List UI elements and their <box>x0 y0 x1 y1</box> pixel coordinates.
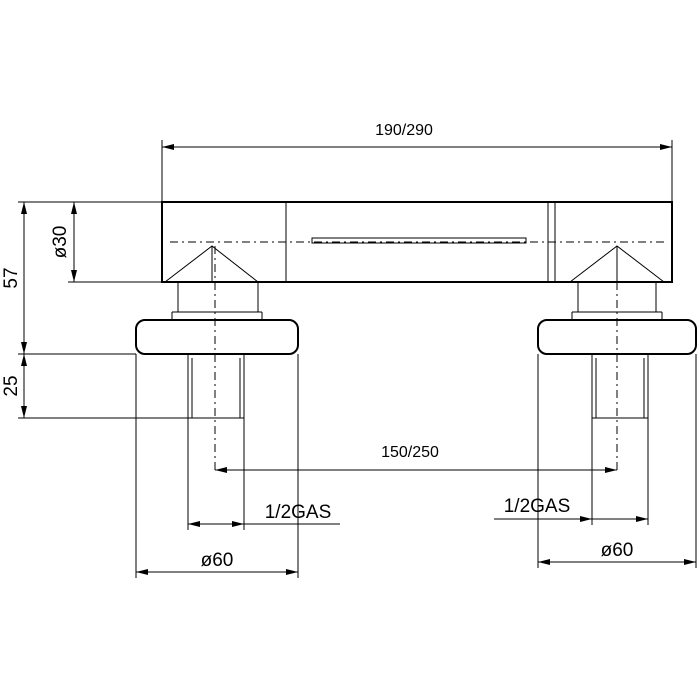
dim-thread-right <box>494 418 649 525</box>
dim-body-height <box>18 201 188 419</box>
dim-overall-length <box>161 140 673 202</box>
dim-thread-left <box>187 418 340 530</box>
flange-right-label: ø60 <box>601 540 634 561</box>
right-leg <box>537 245 697 470</box>
body-height-label: 57 <box>1 267 22 288</box>
dim-flange-right <box>537 354 697 568</box>
thread-length-label: 25 <box>1 375 22 396</box>
center-distance-label: 150/250 <box>381 444 439 461</box>
dim-center-distance <box>215 467 617 473</box>
flange-left-label: ø60 <box>201 550 234 571</box>
overall-length-label: 190/290 <box>375 122 433 139</box>
thread-right-label: 1/2GAS <box>504 496 571 517</box>
body-diameter-label: ø30 <box>50 226 71 259</box>
left-leg <box>135 245 299 470</box>
dim-flange-left <box>135 354 299 578</box>
mixer-body <box>161 201 673 283</box>
